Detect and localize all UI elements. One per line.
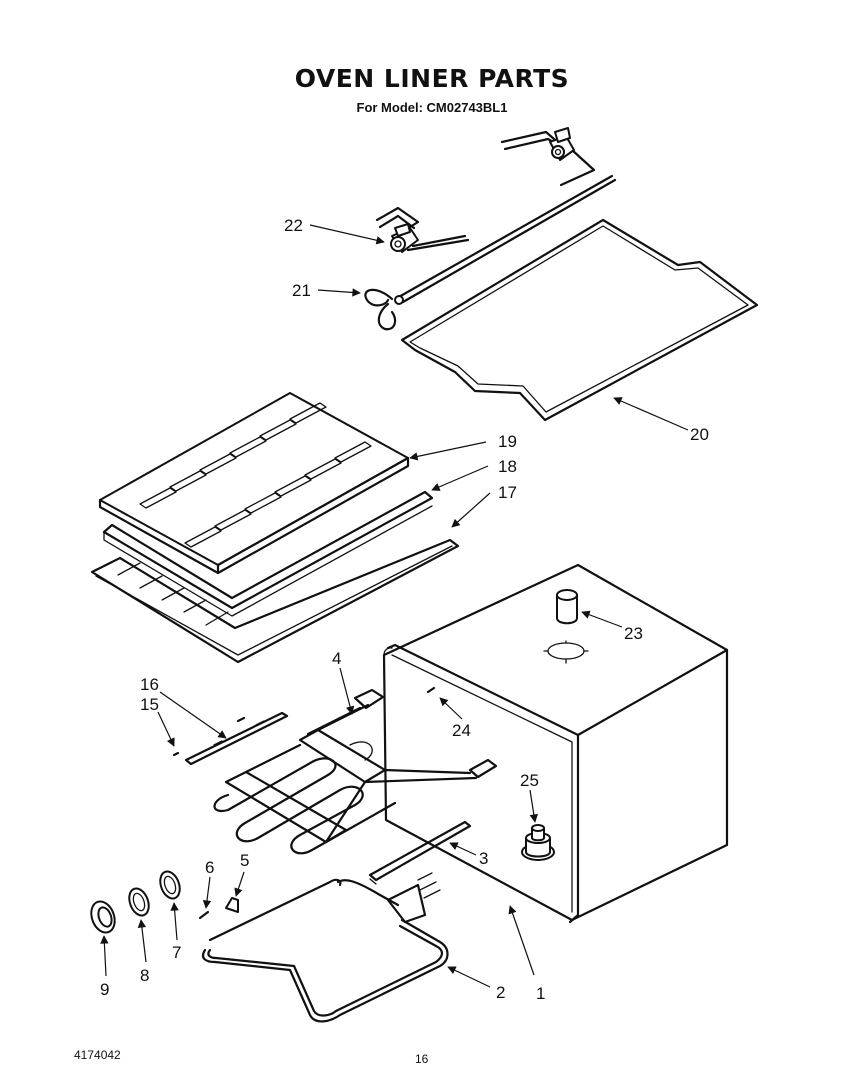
- part-25-sensor: [521, 824, 555, 861]
- part-5-insulator: [225, 897, 239, 913]
- part-23-vent-cylinder: [556, 589, 578, 625]
- callout-6: 6: [205, 858, 214, 877]
- callout-3: 3: [479, 849, 488, 868]
- page-title: OVEN LINER PARTS: [294, 64, 570, 93]
- callout-19: 19: [498, 432, 517, 451]
- part-6-screw: [198, 910, 210, 920]
- callout-1: 1: [536, 984, 545, 1003]
- part-19-slotted-panel: [98, 392, 410, 575]
- part-2-bake-element: [201, 872, 449, 1023]
- part-22-bracket: [375, 206, 470, 253]
- callout-7: 7: [172, 943, 181, 962]
- callout-15: 15: [140, 695, 159, 714]
- part-22-bracket-right: [500, 127, 596, 187]
- callout-17: 17: [498, 483, 517, 502]
- callout-18: 18: [498, 457, 517, 476]
- part-9-bushing: [90, 900, 116, 934]
- document-number: 4174042: [74, 1048, 121, 1062]
- model-subtitle: For Model: CM02743BL1: [356, 100, 508, 115]
- callout-21: 21: [292, 281, 311, 300]
- part-21-rod-hook: [364, 174, 617, 331]
- part-15-screw: [172, 716, 246, 757]
- callout-22: 22: [284, 216, 303, 235]
- part-24-clip: [426, 686, 436, 694]
- part-8-ring: [128, 887, 150, 917]
- part-20-frame: [400, 218, 759, 422]
- callout-16: 16: [140, 675, 159, 694]
- callout-4: 4: [332, 649, 341, 668]
- callout-2: 2: [496, 983, 505, 1002]
- part-16-rail: [184, 711, 289, 766]
- part-3-lower-rail: [368, 820, 472, 885]
- callout-8: 8: [140, 966, 149, 985]
- page-number: 16: [415, 1052, 429, 1066]
- callout-23: 23: [624, 624, 643, 643]
- part-1-oven-cavity: [382, 563, 729, 924]
- part-18-panel: [102, 490, 434, 617]
- callout-20: 20: [690, 425, 709, 444]
- part-17-rack: [90, 538, 460, 664]
- part-4-broil-element: [213, 688, 498, 855]
- leader-lines: [100, 224, 689, 988]
- callout-9: 9: [100, 980, 109, 999]
- callout-5: 5: [240, 851, 249, 870]
- part-7-grommet: [159, 870, 181, 900]
- callout-25: 25: [520, 771, 539, 790]
- callout-24: 24: [452, 721, 471, 740]
